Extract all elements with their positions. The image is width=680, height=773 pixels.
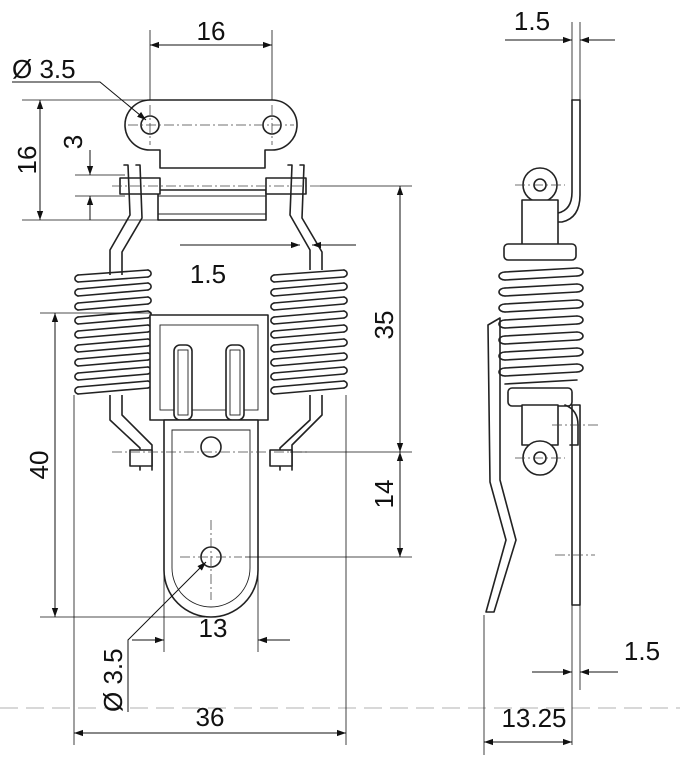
dim-plate-height: 16 bbox=[12, 146, 42, 175]
dim-hole-offset: 3 bbox=[58, 135, 88, 149]
side-top-flange bbox=[539, 99, 581, 223]
front-view bbox=[74, 99, 348, 618]
hook-plate bbox=[112, 419, 310, 618]
dim-wire-dia: 1.5 bbox=[190, 259, 226, 289]
right-wire-bail bbox=[279, 164, 323, 471]
dim-side-depth: 13.25 bbox=[501, 703, 566, 733]
top-mounting-plate bbox=[112, 99, 320, 221]
dim-stroke-height: 35 bbox=[369, 311, 399, 340]
dim-side-thickness-top: 1.5 bbox=[514, 6, 550, 36]
hook-pivot-hole bbox=[200, 436, 222, 458]
side-view bbox=[485, 99, 600, 613]
side-spring bbox=[498, 262, 584, 387]
dimensions: 16 Ø 3.5 16 3 1.5 35 14 40 bbox=[12, 6, 660, 755]
dim-hole-top: Ø 3.5 bbox=[12, 54, 76, 84]
dim-side-thickness-bottom: 1.5 bbox=[624, 636, 660, 666]
hinge-barrel bbox=[157, 189, 267, 221]
dim-body-height: 40 bbox=[24, 451, 54, 480]
dim-overall-width: 36 bbox=[196, 702, 225, 732]
left-spring bbox=[74, 269, 152, 395]
left-wire-bail bbox=[109, 164, 153, 471]
dim-top-width: 16 bbox=[197, 16, 226, 46]
dim-hook-length: 14 bbox=[369, 480, 399, 509]
dim-hook-width: 13 bbox=[199, 613, 228, 643]
right-spring bbox=[268, 269, 348, 395]
dim-hole-bottom: Ø 3.5 bbox=[98, 648, 128, 712]
side-lever bbox=[485, 317, 517, 613]
